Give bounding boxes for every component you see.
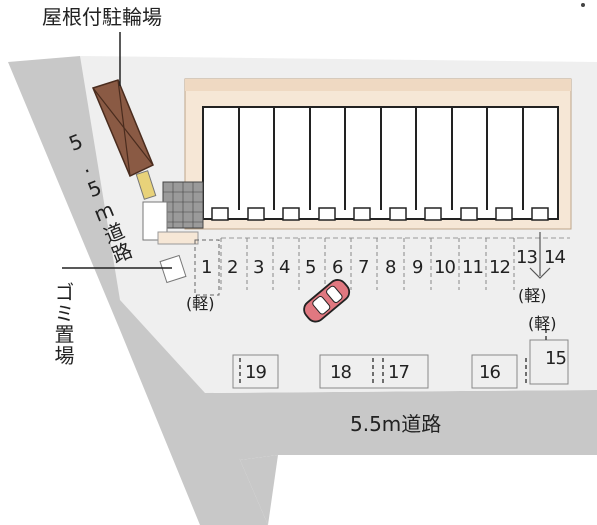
compass-mark — [581, 3, 585, 7]
space-11: 11 — [462, 257, 484, 278]
space-17: 17 — [388, 362, 410, 383]
space-13: 13 — [516, 247, 538, 268]
space-9: 9 — [412, 257, 424, 278]
bottom-road — [205, 390, 597, 460]
garbage-area — [159, 254, 187, 284]
space-7: 7 — [358, 257, 370, 278]
space-19: 19 — [245, 362, 267, 383]
garbage-label: ゴミ置場 — [51, 282, 75, 366]
kei-label-space-13-14: (軽) — [518, 286, 547, 305]
bike-parking-label: 屋根付駐輪場 — [42, 5, 162, 29]
space-14: 14 — [544, 247, 566, 268]
space-10: 10 — [434, 257, 456, 278]
space-15: 15 — [545, 348, 567, 369]
space-3: 3 — [253, 257, 265, 278]
space-8: 8 — [385, 257, 397, 278]
space-6: 6 — [332, 257, 344, 278]
road-corner — [240, 455, 278, 525]
space-16: 16 — [479, 362, 501, 383]
space-18: 18 — [330, 362, 352, 383]
space-1: 1 — [201, 257, 213, 278]
bottom-road-label: 5.5m道路 — [350, 412, 442, 436]
bike-shelter — [91, 79, 154, 178]
space-12: 12 — [489, 257, 511, 278]
space-4: 4 — [279, 257, 291, 278]
kei-label-space-15: (軽) — [528, 314, 557, 333]
kei-label-space-1: (軽) — [186, 294, 215, 313]
space-5: 5 — [305, 257, 317, 278]
space-2: 2 — [227, 257, 239, 278]
car-icon — [303, 279, 351, 323]
